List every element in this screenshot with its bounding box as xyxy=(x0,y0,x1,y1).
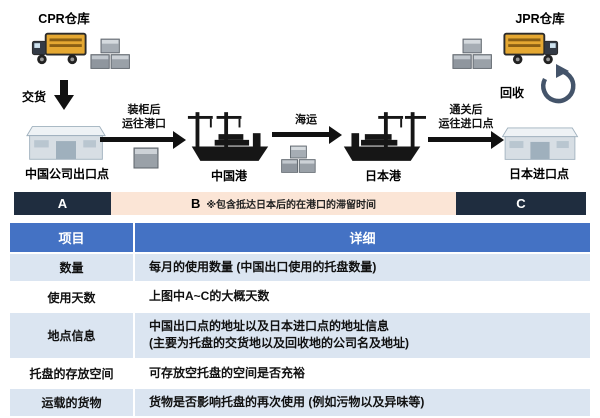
import-point-label: 日本进口点 xyxy=(508,167,569,181)
recycle-arrow-icon xyxy=(536,64,580,108)
phase-b-letter: B xyxy=(190,196,201,211)
arrow3-label: 通关后 运往进口点 xyxy=(418,103,514,132)
arrow3-label-line2: 运往进口点 xyxy=(438,118,494,131)
row-item: 地点信息 xyxy=(10,312,135,360)
logistics-flow-diagram: CPR仓库 交货 xyxy=(14,12,586,215)
arrow3-label-line1: 通关后 xyxy=(449,104,483,116)
export-point-label: 中国公司出口点 xyxy=(24,167,109,181)
china-port-label: 中国港 xyxy=(210,169,247,183)
port-ship-crane-icon xyxy=(340,110,426,164)
phase-bar: A B ※包含抵达日本后的在港口的滞留时间 C xyxy=(14,192,586,215)
table-header-row: 项目 详细 xyxy=(10,223,590,254)
cargo-box-icon xyxy=(132,146,160,170)
header-detail: 详细 xyxy=(135,223,590,254)
delivery-label: 交货 xyxy=(22,90,47,104)
table-row: 使用天数 上图中A~C的大概天数 xyxy=(10,283,590,313)
flow-arrow-icon xyxy=(428,130,504,149)
arrow1-label-line1: 装柜后 xyxy=(127,104,161,116)
phase-c: C xyxy=(456,192,586,215)
row-detail: 每月的使用数量 (中国出口使用的托盘数量) xyxy=(135,254,590,284)
warehouse-icon xyxy=(498,114,582,162)
pallet-stack-icon xyxy=(90,32,134,70)
japan-port-label: 日本港 xyxy=(364,169,401,183)
flow-arrow-icon xyxy=(100,130,186,149)
pallet-stack-icon xyxy=(452,32,496,70)
jpr-warehouse-label: JPR仓库 xyxy=(515,12,565,26)
table-row: 地点信息 中国出口点的地址以及日本进口点的地址信息 (主要为托盘的交货地以及回收… xyxy=(10,312,590,360)
row-detail: 上图中A~C的大概天数 xyxy=(135,283,590,313)
phase-b-note: ※包含抵达日本后的在港口的滞留时间 xyxy=(206,200,377,211)
row-detail: 货物是否影响托盘的再次使用 (例如污物以及异味等) xyxy=(135,388,590,418)
cargo-boxes-icon xyxy=(280,142,320,174)
table-row: 托盘的存放空间 可存放空托盘的空间是否充裕 xyxy=(10,359,590,389)
row-detail-line1: 中国出口点的地址以及日本进口点的地址信息 xyxy=(149,318,390,333)
flow-arrow-icon xyxy=(272,125,342,144)
row-item: 托盘的存放空间 xyxy=(10,359,135,389)
phase-b: B ※包含抵达日本后的在港口的滞留时间 xyxy=(111,192,456,215)
arrow1-label-line2: 运往港口 xyxy=(122,118,166,131)
header-item: 项目 xyxy=(10,223,135,254)
row-item: 运载的货物 xyxy=(10,388,135,418)
row-detail: 中国出口点的地址以及日本进口点的地址信息 (主要为托盘的交货地以及回收地的公司名… xyxy=(135,312,590,360)
truck-icon xyxy=(30,28,88,66)
port-crane-ship-icon xyxy=(186,110,272,164)
arrow1-label: 装柜后 运往港口 xyxy=(98,103,190,132)
row-detail: 可存放空托盘的空间是否充裕 xyxy=(135,359,590,389)
row-detail-line2: (主要为托盘的交货地以及回收地的公司名及地址) xyxy=(149,336,409,351)
arrow2-label: 海运 xyxy=(295,114,317,126)
row-item: 数量 xyxy=(10,254,135,284)
cpr-warehouse-label: CPR仓库 xyxy=(38,12,90,26)
recycle-label: 回收 xyxy=(500,86,525,100)
table-row: 数量 每月的使用数量 (中国出口使用的托盘数量) xyxy=(10,254,590,284)
row-item: 使用天数 xyxy=(10,283,135,313)
details-table: 项目 详细 数量 每月的使用数量 (中国出口使用的托盘数量) 使用天数 上图中A… xyxy=(10,223,590,418)
truck-icon xyxy=(502,28,560,66)
warehouse-icon xyxy=(24,112,108,162)
phase-a: A xyxy=(14,192,111,215)
down-arrow-icon xyxy=(54,80,74,110)
table-row: 运载的货物 货物是否影响托盘的再次使用 (例如污物以及异味等) xyxy=(10,388,590,418)
